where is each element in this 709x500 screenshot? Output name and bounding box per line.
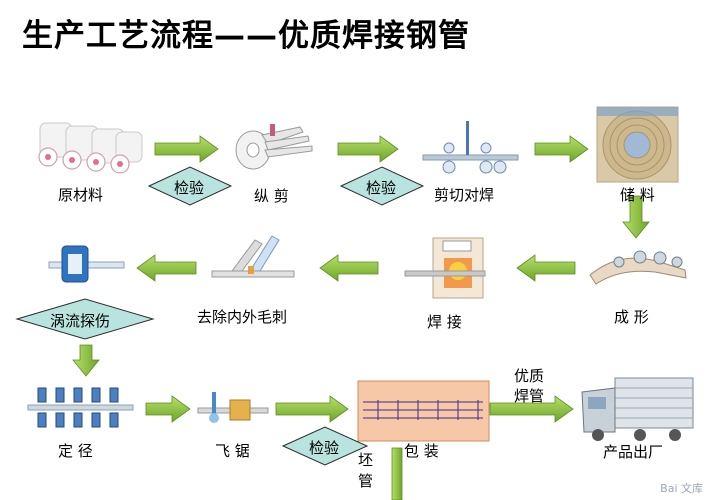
arrow-weld-to-deburr [319, 254, 379, 282]
eddy-current-label: 涡流探伤 [50, 312, 111, 330]
eddy-current-icon [48, 245, 125, 283]
arrow-raw-to-slit [154, 135, 219, 163]
check-diamond-3 [281, 426, 369, 466]
forming-icon [589, 250, 687, 285]
check-label-2: 检验 [366, 179, 397, 197]
slitting-icon [235, 124, 313, 170]
check-diamond-1 [147, 166, 233, 206]
arrow-deburr-to-eddy [136, 254, 197, 282]
shear-weld-icon [422, 121, 519, 174]
step-deburring: 去除内外毛刺 [197, 308, 288, 326]
eddy-diamond [15, 298, 155, 340]
page-title: 生产工艺流程——优质焊接钢管 [22, 18, 470, 54]
flying-saw-icon [197, 392, 269, 423]
check-diamond-2 [339, 166, 425, 206]
check-label-1: 检验 [174, 179, 205, 197]
arrow-eddy-to-sizing [72, 344, 100, 377]
arrow-store-to-form [622, 195, 650, 239]
truck-icon [581, 377, 694, 441]
quality-pipe-label-line1: 优质 [514, 367, 545, 385]
arrow-saw-to-pack [275, 395, 349, 423]
raw-material-icon [38, 122, 143, 174]
arrow-pack-to-ship [489, 395, 574, 423]
step-raw-material: 原材料 [58, 186, 104, 204]
arrow-pack-down [391, 447, 403, 500]
step-welding: 焊 接 [427, 313, 462, 331]
step-slitting: 纵 剪 [254, 187, 289, 205]
step-flying-saw: 飞 锯 [215, 442, 250, 460]
step-storage: 储 料 [620, 186, 655, 204]
packing-icon [357, 380, 490, 442]
arrow-weldcut-to-store [534, 135, 589, 163]
deburring-icon [211, 235, 295, 278]
welding-icon [404, 237, 486, 299]
step-sizing: 定 径 [58, 442, 93, 460]
quality-pipe-label-line2: 焊管 [514, 387, 545, 405]
sizing-icon [27, 387, 134, 428]
arrow-slit-to-weldcut [337, 135, 399, 163]
watermark: Bai 文库 [660, 482, 703, 495]
step-shear-weld: 剪切对焊 [434, 186, 495, 204]
storage-coil-icon [596, 106, 679, 183]
check-label-3: 检验 [309, 439, 340, 457]
step-packing: 包 装 [404, 442, 439, 460]
arrow-sizing-to-saw [145, 395, 191, 423]
arrow-form-to-weld [516, 254, 576, 282]
step-forming: 成 形 [614, 308, 649, 326]
step-shipping: 产品出厂 [603, 443, 664, 461]
blank-pipe-label-line2: 管 [358, 472, 374, 490]
blank-pipe-label-line1: 坯 [358, 451, 374, 469]
